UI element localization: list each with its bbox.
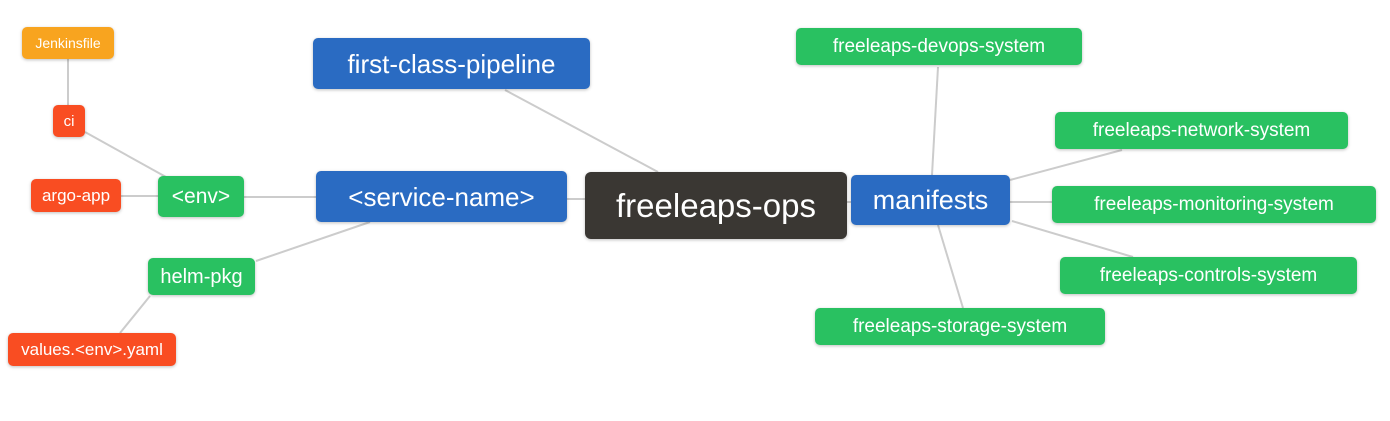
node-first-class-pipeline-label: first-class-pipeline [347, 48, 556, 79]
edge-helm-pkg-values-yaml [119, 295, 151, 334]
edge-manifests-storage [937, 224, 964, 309]
node-env[interactable]: <env> [158, 176, 244, 217]
edge-service-name-helm-pkg [255, 221, 371, 262]
node-helm-pkg-label: helm-pkg [160, 265, 243, 288]
edge-ci-env [84, 131, 167, 178]
edge-manifests-controls [1011, 220, 1134, 258]
node-freeleaps-network-system[interactable]: freeleaps-network-system [1055, 112, 1348, 149]
node-freeleaps-storage-system-label: freeleaps-storage-system [852, 316, 1068, 337]
node-helm-pkg[interactable]: helm-pkg [148, 258, 255, 295]
node-freeleaps-ops-root[interactable]: freeleaps-ops [585, 172, 847, 239]
node-freeleaps-monitoring-system[interactable]: freeleaps-monitoring-system [1052, 186, 1376, 223]
node-jenkinsfile-label: Jenkinsfile [35, 35, 101, 51]
node-service-name[interactable]: <service-name> [316, 171, 567, 222]
node-argo-app-label: argo-app [41, 186, 111, 205]
node-service-name-label: <service-name> [348, 181, 535, 212]
node-freeleaps-network-system-label: freeleaps-network-system [1092, 120, 1311, 141]
node-argo-app[interactable]: argo-app [31, 179, 121, 212]
node-freeleaps-controls-system-label: freeleaps-controls-system [1099, 265, 1318, 286]
node-freeleaps-devops-system-label: freeleaps-devops-system [832, 36, 1046, 57]
node-freeleaps-controls-system[interactable]: freeleaps-controls-system [1060, 257, 1357, 294]
node-freeleaps-monitoring-system-label: freeleaps-monitoring-system [1094, 194, 1334, 215]
edge-manifests-network [1009, 149, 1123, 181]
edge-pipeline-ops [504, 89, 659, 173]
node-freeleaps-devops-system[interactable]: freeleaps-devops-system [796, 28, 1082, 65]
edge-manifests-devops [931, 66, 939, 176]
node-freeleaps-ops-label: freeleaps-ops [616, 187, 816, 224]
node-freeleaps-storage-system[interactable]: freeleaps-storage-system [815, 308, 1105, 345]
node-first-class-pipeline[interactable]: first-class-pipeline [313, 38, 590, 89]
node-manifests-label: manifests [872, 184, 989, 215]
node-ci[interactable]: ci [53, 105, 85, 137]
node-values-env-yaml-label: values.<env>.yaml [21, 340, 163, 359]
node-ci-label: ci [63, 112, 75, 130]
node-jenkinsfile[interactable]: Jenkinsfile [22, 27, 114, 59]
node-values-env-yaml[interactable]: values.<env>.yaml [8, 333, 176, 366]
node-env-label: <env> [171, 185, 231, 208]
node-manifests[interactable]: manifests [851, 175, 1010, 225]
